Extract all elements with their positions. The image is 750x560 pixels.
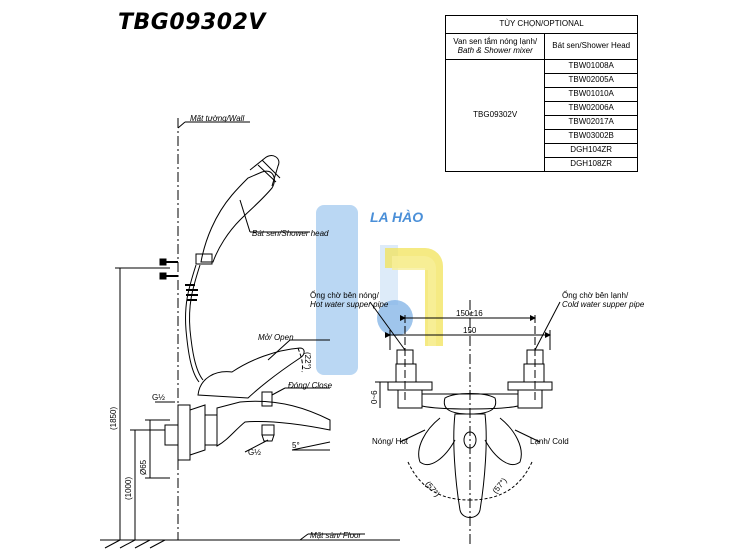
lever-open-arc — [297, 347, 303, 373]
shower-handle-end — [195, 253, 213, 265]
dim-total-label: (1850) — [109, 407, 118, 430]
escutcheon — [177, 404, 191, 461]
table-col-showerhead-header: Bát sen/Shower Head — [544, 33, 638, 60]
wall-label: Mặt tường/Wall — [190, 114, 244, 123]
angle-cold-label: (57°) — [491, 476, 509, 495]
shower-hose-outline — [185, 264, 200, 383]
hose-coupling — [185, 284, 198, 301]
shower-hose — [189, 264, 204, 381]
angle-open-label: (22°) — [303, 352, 312, 370]
hot-flange — [387, 381, 433, 391]
shower-head-label: Bát sen/Shower head — [252, 229, 329, 238]
optional-table: TÙY CHỌN/OPTIONAL Van sen tắm nóng lạnh/… — [444, 15, 638, 172]
hot-eccentric — [395, 363, 417, 383]
shower-head-face — [249, 155, 280, 187]
thread-top-label: G½ — [152, 393, 165, 402]
table-cell: DGH108ZR — [544, 157, 638, 172]
shower-handle — [200, 170, 275, 263]
shower-head-leader — [239, 199, 251, 233]
lever-hot-sweep — [418, 417, 456, 465]
shower-head-detail — [257, 159, 281, 183]
spout-front — [453, 413, 487, 518]
floor-hatch — [149, 539, 166, 549]
dim-offset-label: 0~6 — [370, 390, 379, 404]
cold-flange — [507, 381, 553, 391]
cold-pipe-leader — [534, 301, 561, 351]
table-col-mixer-vi: Van sen tắm nóng lạnh/ — [453, 37, 538, 47]
page-title: TBG09302V — [118, 10, 266, 35]
close-leader — [271, 387, 286, 396]
cold-nut — [517, 389, 543, 409]
hot-leader — [399, 429, 426, 443]
wall-flange — [164, 424, 179, 446]
hot-pipe-label-vi: Ống chờ bên nóng/ — [310, 290, 380, 300]
floor-leader — [299, 533, 309, 541]
dim-body-label: Ø65 — [139, 459, 148, 475]
aerator — [261, 424, 275, 436]
table-col-mixer-header: Van sen tắm nóng lạnh/ Bath & Shower mix… — [444, 33, 546, 60]
aerator-tip — [261, 434, 275, 442]
floor-label: Mặt sàn/ Floor — [310, 531, 361, 540]
screw-head — [159, 272, 167, 280]
hot-nut — [397, 389, 423, 409]
mixer-spout-body — [216, 400, 331, 447]
cold-leader — [514, 429, 541, 443]
mixer-nut — [204, 414, 218, 446]
mixer-lever — [197, 347, 305, 399]
screw-head — [159, 258, 167, 266]
dim-spacing-label: 150 — [463, 326, 477, 335]
cold-pipe-label-en: Cold water supper pipe — [562, 300, 645, 309]
spout-angle-line — [291, 441, 331, 451]
floor-hatch — [119, 539, 136, 549]
angle-spout-label: 5° — [292, 441, 300, 450]
watermark-blue-dot — [377, 300, 413, 336]
wall-leader — [177, 121, 186, 129]
mixer-body-front — [421, 393, 519, 410]
floor-hatch — [134, 539, 151, 549]
cold-pipe-label-vi: Ống chờ bên lạnh/ — [562, 290, 629, 300]
open-label: Mở/ Open — [258, 333, 294, 342]
watermark-blue-bar — [316, 205, 358, 375]
thread-bottom-label: G½ — [248, 448, 261, 457]
cold-label: Lạnh/ Cold — [530, 437, 569, 446]
mixer-lever-front — [443, 393, 497, 415]
close-label: Đóng/ Close — [288, 381, 333, 390]
open-leader — [267, 339, 291, 361]
watermark-text: LA HÀO — [370, 209, 423, 225]
hot-pipe-label-en: Hot water supper pipe — [310, 300, 389, 309]
thread-bottom-leader — [244, 439, 269, 453]
dim-mixer-label: (1000) — [124, 477, 133, 500]
diverter-button — [261, 391, 273, 407]
table-col-mixer-en: Bath & Shower mixer — [457, 45, 533, 55]
table-mixer-model: TBG09302V — [444, 59, 546, 172]
floor-hatch — [104, 539, 121, 549]
cold-eccentric — [523, 363, 545, 383]
spout-outlet — [463, 431, 477, 449]
dim-spacing-tol-label: 150±16 — [456, 309, 483, 318]
lever-cold-sweep — [484, 417, 522, 465]
mixer-connector — [189, 404, 206, 456]
angle-hot-label: (57°) — [423, 480, 441, 499]
hot-label: Nóng/ Hot — [372, 437, 409, 446]
hot-pipe-leader — [369, 301, 406, 351]
watermark-logo: LA HÀO — [316, 205, 443, 375]
